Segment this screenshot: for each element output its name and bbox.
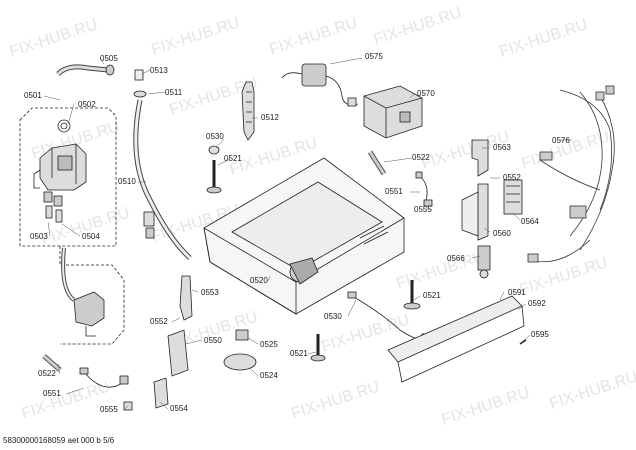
callout-0551[interactable]: 0551 (385, 187, 403, 196)
callout-0524[interactable]: 0524 (260, 371, 278, 380)
valve-body (33, 119, 87, 191)
hinge-bracket (461, 139, 489, 241)
pump-housing (503, 179, 523, 215)
callout-0521[interactable]: 0521 (290, 349, 308, 358)
grommet (208, 145, 220, 155)
callout-0575[interactable]: 0575 (365, 52, 383, 61)
cable-harness (527, 85, 615, 263)
callout-0510[interactable]: 0510 (118, 177, 136, 186)
foot-screw (403, 280, 421, 310)
callout-0551[interactable]: 0551 (43, 389, 61, 398)
pump-connector (281, 63, 359, 107)
callout-0560[interactable]: 0560 (493, 229, 511, 238)
document-id: 58300000168059 aet 000 b 5/6 (3, 436, 115, 445)
foot-screw (206, 160, 222, 194)
float-disc (223, 353, 257, 371)
callout-0522[interactable]: 0522 (412, 153, 430, 162)
callout-0553[interactable]: 0553 (201, 288, 219, 297)
valve-solenoid (477, 245, 491, 279)
callout-0502[interactable]: 0502 (78, 100, 96, 109)
callout-0555[interactable]: 0555 (414, 205, 432, 214)
callout-0530[interactable]: 0530 (206, 132, 224, 141)
plinth-panel (387, 295, 525, 383)
hinge-bracket (153, 377, 169, 409)
callout-0552[interactable]: 0552 (150, 317, 168, 326)
heater-rod (367, 150, 387, 176)
control-module (363, 85, 423, 139)
sensor-cable (79, 367, 129, 388)
leader-lines (43, 57, 572, 411)
foot-screw (310, 334, 326, 362)
callout-0552[interactable]: 0552 (503, 173, 521, 182)
callout-0501[interactable]: 0501 (24, 91, 42, 100)
callout-0563[interactable]: 0563 (493, 143, 511, 152)
cap (134, 69, 144, 81)
hose-piece (56, 64, 115, 76)
callout-0566[interactable]: 0566 (447, 254, 465, 263)
assembly-outline (19, 107, 117, 247)
callout-0521[interactable]: 0521 (224, 154, 242, 163)
callout-0505[interactable]: 0505 (100, 54, 118, 63)
callout-0511[interactable]: 0511 (165, 88, 183, 97)
assembly-outline (59, 246, 125, 345)
callout-0576[interactable]: 0576 (552, 136, 570, 145)
screw (519, 339, 527, 345)
clip (235, 329, 249, 341)
callout-0592[interactable]: 0592 (528, 299, 546, 308)
callout-0555[interactable]: 0555 (100, 405, 118, 414)
callout-0591[interactable]: 0591 (508, 288, 526, 297)
callout-0595[interactable]: 0595 (531, 330, 549, 339)
callout-0570[interactable]: 0570 (417, 89, 435, 98)
callout-0520[interactable]: 0520 (250, 276, 268, 285)
callout-0513[interactable]: 0513 (150, 66, 168, 75)
callout-0521[interactable]: 0521 (423, 291, 441, 300)
sensor-cable (347, 291, 429, 341)
callout-0530[interactable]: 0530 (324, 312, 342, 321)
hinge-bracket (179, 275, 193, 321)
heater-rod (42, 354, 62, 372)
sensor-cable (415, 171, 433, 207)
callout-0525[interactable]: 0525 (260, 340, 278, 349)
callout-0503[interactable]: 0503 (30, 232, 48, 241)
fitting (43, 191, 63, 223)
callout-0554[interactable]: 0554 (170, 404, 188, 413)
callout-0550[interactable]: 0550 (204, 336, 222, 345)
long-hose (133, 99, 192, 260)
base-tub (203, 157, 405, 315)
hinge-bracket (167, 329, 189, 377)
drain-hose (61, 247, 105, 337)
clamp (133, 90, 147, 98)
callout-0512[interactable]: 0512 (261, 113, 279, 122)
callout-0522[interactable]: 0522 (38, 369, 56, 378)
callout-0564[interactable]: 0564 (521, 217, 539, 226)
bracket (241, 81, 255, 141)
callout-0504[interactable]: 0504 (82, 232, 100, 241)
